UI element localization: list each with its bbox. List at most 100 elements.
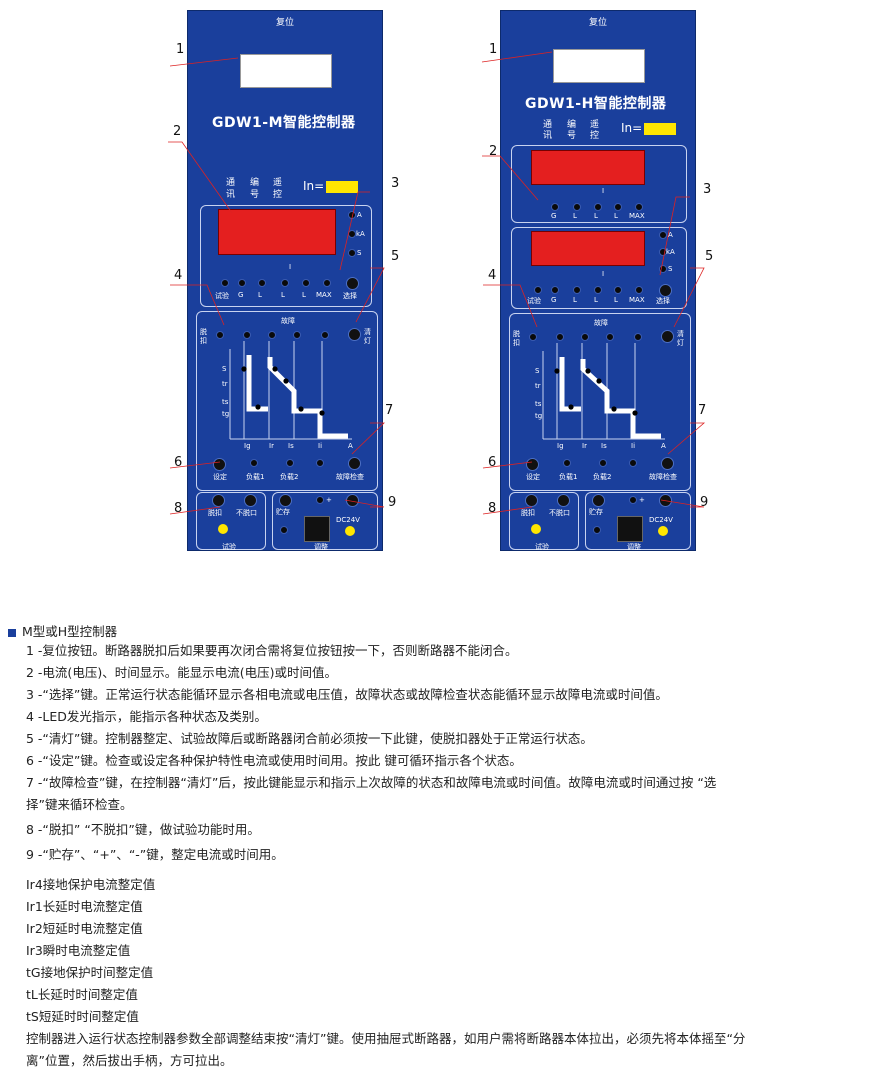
unit-s-label: S: [668, 265, 673, 273]
set-button[interactable]: [526, 458, 539, 471]
param-line-2: Ir1长延时电流整定值: [26, 899, 143, 914]
x-tick-ir: Ir: [582, 442, 587, 450]
led-display: [218, 209, 336, 255]
fault-led-4: [321, 331, 329, 339]
callout-9-right: 9: [700, 495, 709, 510]
callout-7-right: 7: [698, 403, 707, 418]
callout-4-left: 4: [174, 268, 183, 283]
key-label-l1: L: [573, 296, 577, 304]
comm-label-2: 讯: [543, 131, 553, 141]
fault-led-2: [268, 331, 276, 339]
clear-lamp-button[interactable]: [661, 330, 674, 343]
comm-label: 通: [543, 120, 553, 130]
code-label-2: 号: [250, 190, 260, 200]
comm-label: 通: [226, 178, 236, 188]
no-trip-button[interactable]: [557, 494, 570, 507]
trip-button[interactable]: [212, 494, 225, 507]
unit-ka-led: [659, 248, 667, 256]
panel-h: 复位 GDW1-H智能控制器 通 讯 编 号 遥 控 In= I G L L L…: [500, 10, 696, 551]
l1-led: [258, 279, 266, 287]
test-section-label: 试验: [222, 543, 236, 551]
upper-g-led: [551, 203, 559, 211]
select-button[interactable]: [659, 284, 672, 297]
unit-ka-label: kA: [356, 230, 365, 238]
adjust-led: [593, 526, 601, 534]
fault-led-1: [556, 333, 564, 341]
remote-label: 遥: [273, 178, 283, 188]
trip-label: 脱: [513, 330, 520, 338]
in-indicator: [326, 181, 358, 193]
adjust-section: [585, 492, 691, 550]
set-label: 设定: [213, 473, 227, 481]
upper-max-led: [635, 203, 643, 211]
callout-3-left: 3: [391, 176, 400, 191]
store-label: 贮存: [276, 508, 290, 516]
test-led: [534, 286, 542, 294]
unit-a-label: A: [668, 231, 673, 239]
callout-6-right: 6: [488, 455, 497, 470]
key-label-g: G: [238, 291, 244, 299]
store-button[interactable]: [592, 494, 605, 507]
y-tick-ts: ts: [535, 400, 542, 408]
key-label-l2: L: [281, 291, 285, 299]
comm-label-2: 讯: [226, 190, 236, 200]
fault-check-button[interactable]: [348, 457, 361, 470]
param-line-8: 控制器进入运行状态控制器参数全部调整结束按“清灯”键。使用抽屉式断路器，如用户需…: [26, 1031, 746, 1046]
legend-heading: M型或H型控制器: [8, 621, 117, 640]
key-label-max: MAX: [629, 296, 645, 304]
upper-key-l2: L: [594, 212, 598, 220]
no-trip-button[interactable]: [244, 494, 257, 507]
upper-l2-led: [594, 203, 602, 211]
protection-curve: [229, 341, 352, 440]
reset-button[interactable]: [553, 49, 645, 83]
lamp-label: 清: [677, 330, 684, 338]
load1-led: [250, 459, 258, 467]
unit-a-label: A: [357, 211, 362, 219]
g-led: [551, 286, 559, 294]
set-label: 设定: [526, 473, 540, 481]
adjust-section-label: 调整: [314, 543, 328, 551]
lamp-label-2: 灯: [364, 337, 371, 345]
fault-check-led: [629, 459, 637, 467]
unit-s-label: S: [357, 249, 362, 257]
legend-title: M型或H型控制器: [22, 624, 118, 639]
fault-led-4: [634, 333, 642, 341]
key-label-select: 选择: [656, 297, 670, 305]
x-tick-a: A: [661, 442, 666, 450]
g-led: [238, 279, 246, 287]
callout-2-right: 2: [489, 144, 498, 159]
param-line-6: tL长延时时间整定值: [26, 987, 138, 1002]
plus-led: [629, 496, 637, 504]
dc-label: DC24V: [336, 516, 360, 524]
l2-led: [594, 286, 602, 294]
load1-label: 负载1: [246, 473, 265, 481]
desc-line-3: 3 -“选择”键。正常运行状态能循环显示各相电流或电压值，故障状态或故障检查状态…: [26, 687, 668, 702]
select-button[interactable]: [346, 277, 359, 290]
trip-led: [216, 331, 224, 339]
test-indicator: [531, 524, 541, 534]
unit-s-led: [348, 249, 356, 257]
x-tick-ii: Ii: [631, 442, 636, 450]
reset-button[interactable]: [240, 54, 332, 88]
adjust-section: [272, 492, 378, 550]
y-tick-tr: tr: [535, 382, 541, 390]
trip-button[interactable]: [525, 494, 538, 507]
display-section: [200, 205, 372, 307]
test-section-label: 试验: [535, 543, 549, 551]
x-tick-is: Is: [601, 442, 607, 450]
test-section: [509, 492, 579, 550]
fault-check-button[interactable]: [661, 457, 674, 470]
l3-led: [614, 286, 622, 294]
x-tick-ir: Ir: [269, 442, 274, 450]
dc-indicator: [658, 526, 668, 536]
store-label: 贮存: [589, 508, 603, 516]
trip-key-label: 脱扣: [521, 509, 535, 517]
y-tick-tg: tg: [535, 412, 543, 420]
desc-line-6: 6 -“设定”键。检查或设定各种保护特性电流或使用时间用。按此 键可循环指示各个…: [26, 753, 522, 768]
clear-lamp-button[interactable]: [348, 328, 361, 341]
set-button[interactable]: [213, 458, 226, 471]
fault-section: [196, 311, 378, 491]
unit-s-led: [659, 265, 667, 273]
panel-title: GDW1-M智能控制器: [212, 115, 356, 131]
store-button[interactable]: [279, 494, 292, 507]
